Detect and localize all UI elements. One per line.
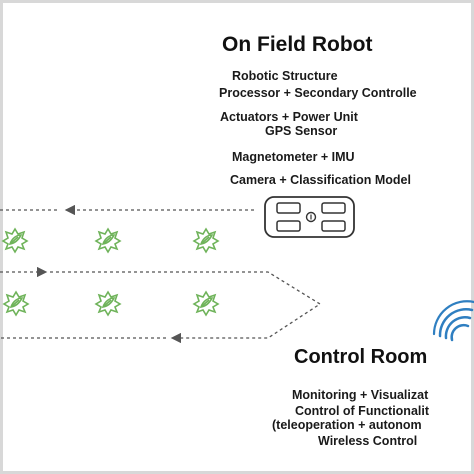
robot-component-actuators: Actuators + Power Unit [220,110,358,124]
robot-component-processor: Processor + Secondary Controlle [219,86,417,100]
control-room-teleoperation: (teleoperation + autonom [272,418,422,432]
control-room-functionality: Control of Functionalit [295,404,430,418]
plant-icon [193,228,219,253]
robot-component-gps: GPS Sensor [265,124,338,138]
control-room-monitoring: Monitoring + Visualizat [292,388,429,402]
path-arrow-turn [50,271,322,344]
wifi-signal-icon [432,300,474,342]
control-room-wireless: Wireless Control [318,434,418,448]
robot-path [0,204,322,344]
plant-icon [193,291,219,316]
robot-component-magnetometer: Magnetometer + IMU [232,150,355,164]
plant-icon [95,228,121,253]
control-room-title: Control Room [294,346,428,368]
robot-title: On Field Robot [222,33,373,56]
robot-component-structure: Robotic Structure [232,69,338,83]
robot-component-camera: Camera + Classification Model [230,173,411,187]
plant-icon [95,291,121,316]
robot-icon [264,196,355,238]
plant-icon [2,228,28,253]
plant-icon [3,291,29,316]
